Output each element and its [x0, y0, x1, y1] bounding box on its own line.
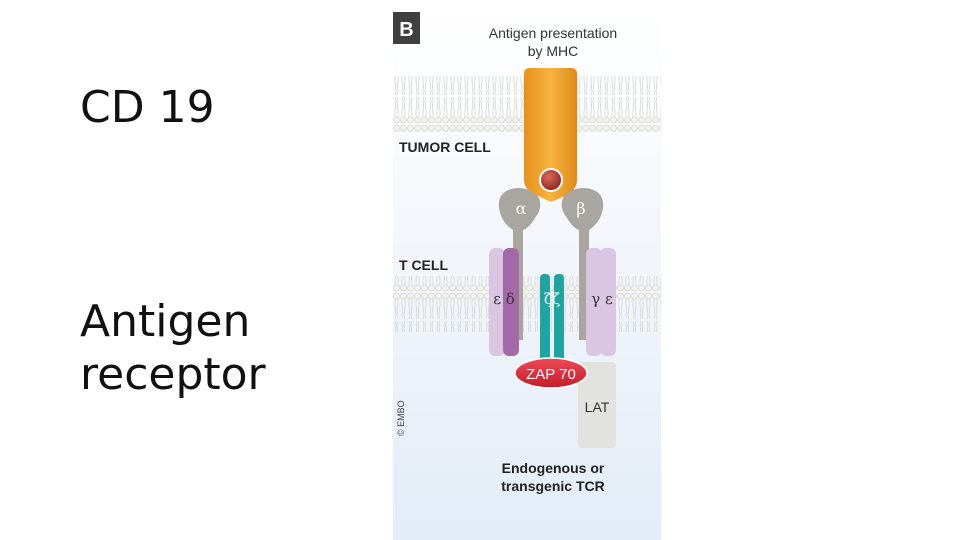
cd3-epsilon-right	[600, 248, 616, 356]
mhc-molecule	[524, 68, 577, 202]
zeta-zeta-label: ζζ	[544, 290, 560, 308]
zap70-kinase	[514, 357, 588, 389]
zap70-label: ZAP 70	[526, 366, 576, 383]
copyright-label: © EMBO	[396, 400, 406, 436]
alpha-label: α	[516, 199, 527, 218]
caption-line-2: transgenic TCR	[501, 478, 604, 494]
subtitle-line-1: Antigen	[80, 296, 251, 347]
caption-line-1: Endogenous or	[502, 460, 605, 476]
cd3-delta	[503, 248, 519, 356]
tumor-cell-label: TUMOR CELL	[399, 139, 491, 155]
tcr-diagram: B Antigen presentation by MHC α β ε δ γ …	[393, 12, 661, 540]
zeta-chain-right	[554, 274, 564, 374]
lat-protein	[578, 362, 616, 448]
figure-heading-line-2: by MHC	[528, 43, 579, 59]
panel-letter: B	[399, 19, 413, 41]
antigen-peptide	[539, 168, 563, 192]
figure-heading-line-1: Antigen presentation	[489, 25, 617, 41]
subtitle-line-2: receptor	[80, 348, 266, 400]
t-cell-membrane	[393, 276, 661, 332]
tcr-diagram-svg: B Antigen presentation by MHC α β ε δ γ …	[393, 12, 661, 540]
beta-label: β	[576, 199, 585, 218]
slide-subtitle: Antigen receptor	[80, 296, 266, 402]
epsilon-delta-label: ε δ	[493, 290, 515, 308]
cd3-gamma	[586, 248, 602, 356]
tcr-beta-chain	[561, 188, 604, 340]
slide-title: CD 19	[80, 82, 215, 133]
tcr-alpha-chain	[498, 188, 541, 340]
t-cell-label: T CELL	[399, 257, 448, 273]
lat-label: LAT	[585, 399, 610, 415]
cd3-epsilon-left	[489, 248, 505, 356]
gamma-epsilon-label: γ ε	[591, 290, 613, 308]
panel-letter-box	[393, 12, 420, 44]
zeta-chain-left	[540, 274, 550, 374]
